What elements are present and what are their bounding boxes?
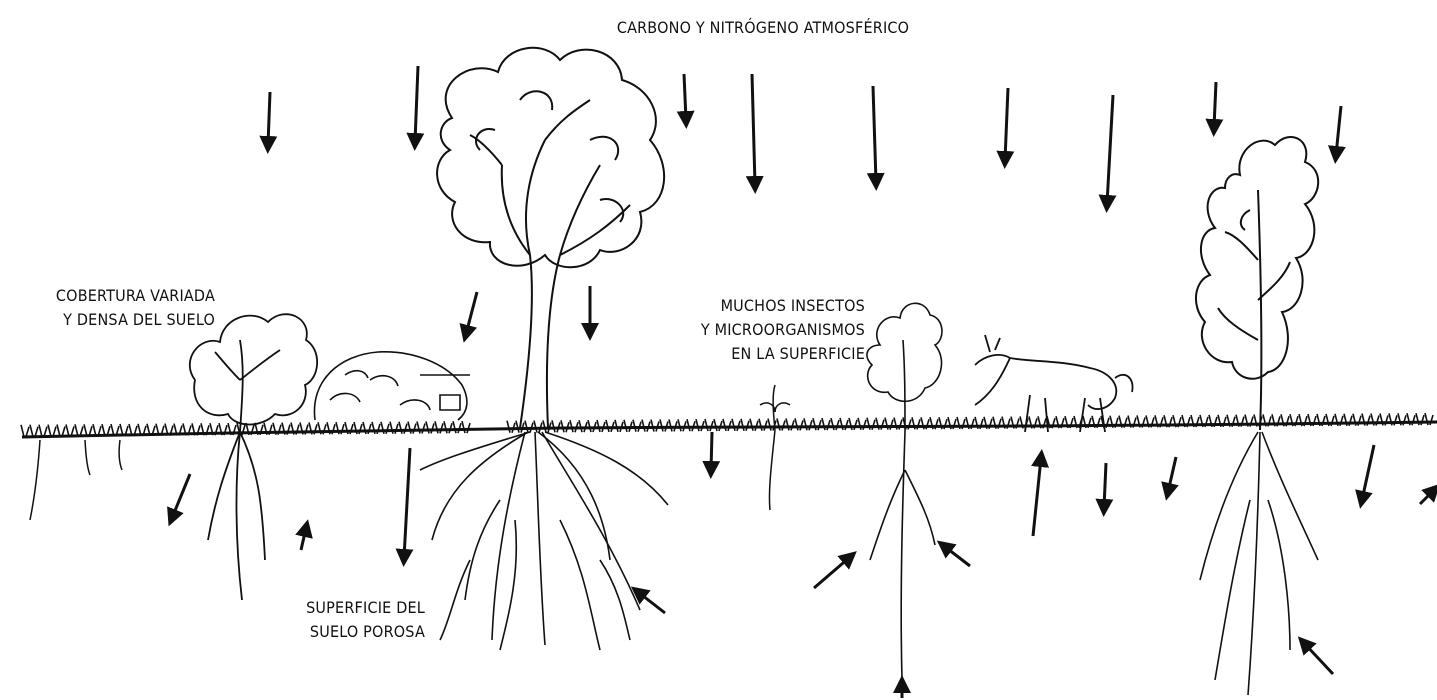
soil-arrows [172, 432, 1434, 698]
grass-tuft [678, 419, 686, 431]
porous-soil-line-1: SUPERFICIE DEL [265, 596, 425, 620]
carbon-nitrogen-flow-arrow [172, 474, 190, 518]
carbon-nitrogen-flow-arrow [873, 86, 876, 182]
porous-soil-line-2: SUELO POROSA [265, 620, 425, 644]
carbon-nitrogen-flow-arrow [301, 528, 306, 550]
carbon-nitrogen-flow-arrow [466, 292, 477, 334]
grass [21, 413, 1433, 437]
grass-tuft [777, 418, 785, 430]
grass-tuft [525, 421, 533, 433]
grass-tuft [39, 425, 47, 437]
grass-tuft [48, 425, 56, 437]
insects-line-3: EN LA SUPERFICIE [640, 342, 865, 366]
carbon-nitrogen-flow-arrow [404, 448, 410, 558]
carbon-nitrogen-flow-arrow [1005, 88, 1008, 160]
carbon-nitrogen-flow-arrow [1362, 445, 1374, 500]
grass-tuft [507, 421, 515, 433]
grass-tuft [588, 420, 596, 432]
carbon-nitrogen-flow-arrow [1420, 490, 1434, 504]
grass-tuft [552, 420, 560, 432]
grass-tuft [687, 419, 695, 431]
grass-tuft [21, 425, 29, 437]
ground-cover-line-1: COBERTURA VARIADA [0, 284, 215, 308]
porous-soil-label: SUPERFICIE DEL SUELO POROSA [265, 596, 425, 644]
grass-tuft [633, 420, 641, 432]
grass-tuft [534, 421, 542, 433]
carbon-nitrogen-flow-arrow [711, 432, 712, 470]
carbon-nitrogen-flow-arrow [684, 74, 686, 120]
grass-tuft [786, 418, 794, 430]
grass-tuft [597, 420, 605, 432]
carbon-nitrogen-flow-arrow [1107, 95, 1113, 204]
grass-tuft [435, 421, 443, 433]
ground-cover-label: COBERTURA VARIADA Y DENSA DEL SUELO [0, 284, 215, 332]
carbon-nitrogen-flow-arrow [1214, 82, 1216, 128]
grass-tuft [561, 420, 569, 432]
grass-tuft [813, 418, 821, 430]
grass-tuft [624, 420, 632, 432]
carbon-nitrogen-flow-arrow [1304, 643, 1333, 674]
carbon-nitrogen-flow-arrow [1104, 463, 1106, 508]
grass-tuft [732, 419, 740, 431]
grass-tuft [759, 419, 767, 431]
grazing-deer [975, 335, 1133, 432]
ground-cover-line-2: Y DENSA DEL SUELO [0, 308, 215, 332]
grass-tuft [669, 419, 677, 431]
carbon-nitrogen-flow-arrow [1033, 458, 1041, 536]
grass-tuft [30, 425, 38, 437]
carbon-nitrogen-flow-arrow [638, 592, 665, 613]
carbon-nitrogen-flow-arrow [415, 66, 418, 142]
carbon-nitrogen-flow-arrow [814, 557, 850, 588]
grass-tuft [579, 420, 587, 432]
carbon-nitrogen-flow-arrow [268, 92, 270, 145]
grass-tuft [642, 420, 650, 432]
bush [190, 314, 317, 600]
insects-line-1: MUCHOS INSECTOS [640, 294, 865, 318]
grass-tuft [804, 418, 812, 430]
large-tree [437, 48, 664, 428]
carbon-nitrogen-flow-arrow [1336, 106, 1341, 155]
carbon-nitrogen-flow-arrow [752, 74, 755, 185]
grass-tuft [417, 421, 425, 433]
grass-tuft [444, 421, 452, 433]
grass-tuft [822, 418, 830, 430]
grass-tuft [453, 421, 461, 433]
small-shrub [867, 303, 942, 680]
grass-tuft [651, 420, 659, 432]
grass-tuft [741, 419, 749, 431]
grass-tuft [696, 419, 704, 431]
grass-tuft [750, 419, 758, 431]
tall-tree [1196, 137, 1318, 430]
grass-tuft [615, 420, 623, 432]
compost-heap [314, 352, 470, 420]
insects-label: MUCHOS INSECTOS Y MICROORGANISMOS EN LA … [640, 294, 865, 366]
grass-tuft [705, 419, 713, 431]
large-tree-roots [420, 432, 668, 650]
tall-tree-roots [1200, 432, 1318, 695]
grass-tuft [426, 421, 434, 433]
grass-tuft [723, 419, 731, 431]
carbon-nitrogen-flow-arrow [944, 546, 970, 566]
insects-line-2: Y MICROORGANISMOS [640, 318, 865, 342]
carbon-nitrogen-flow-arrow [1168, 457, 1176, 492]
atmosphere-label: CARBONO Y NITRÓGENO ATMOSFÉRICO [548, 16, 978, 40]
grass-tuft [462, 421, 470, 433]
grass-tuft [660, 419, 668, 431]
grass-tuft [606, 420, 614, 432]
grass-tuft [795, 418, 803, 430]
grass-tuft [570, 420, 578, 432]
grass-tuft [714, 419, 722, 431]
